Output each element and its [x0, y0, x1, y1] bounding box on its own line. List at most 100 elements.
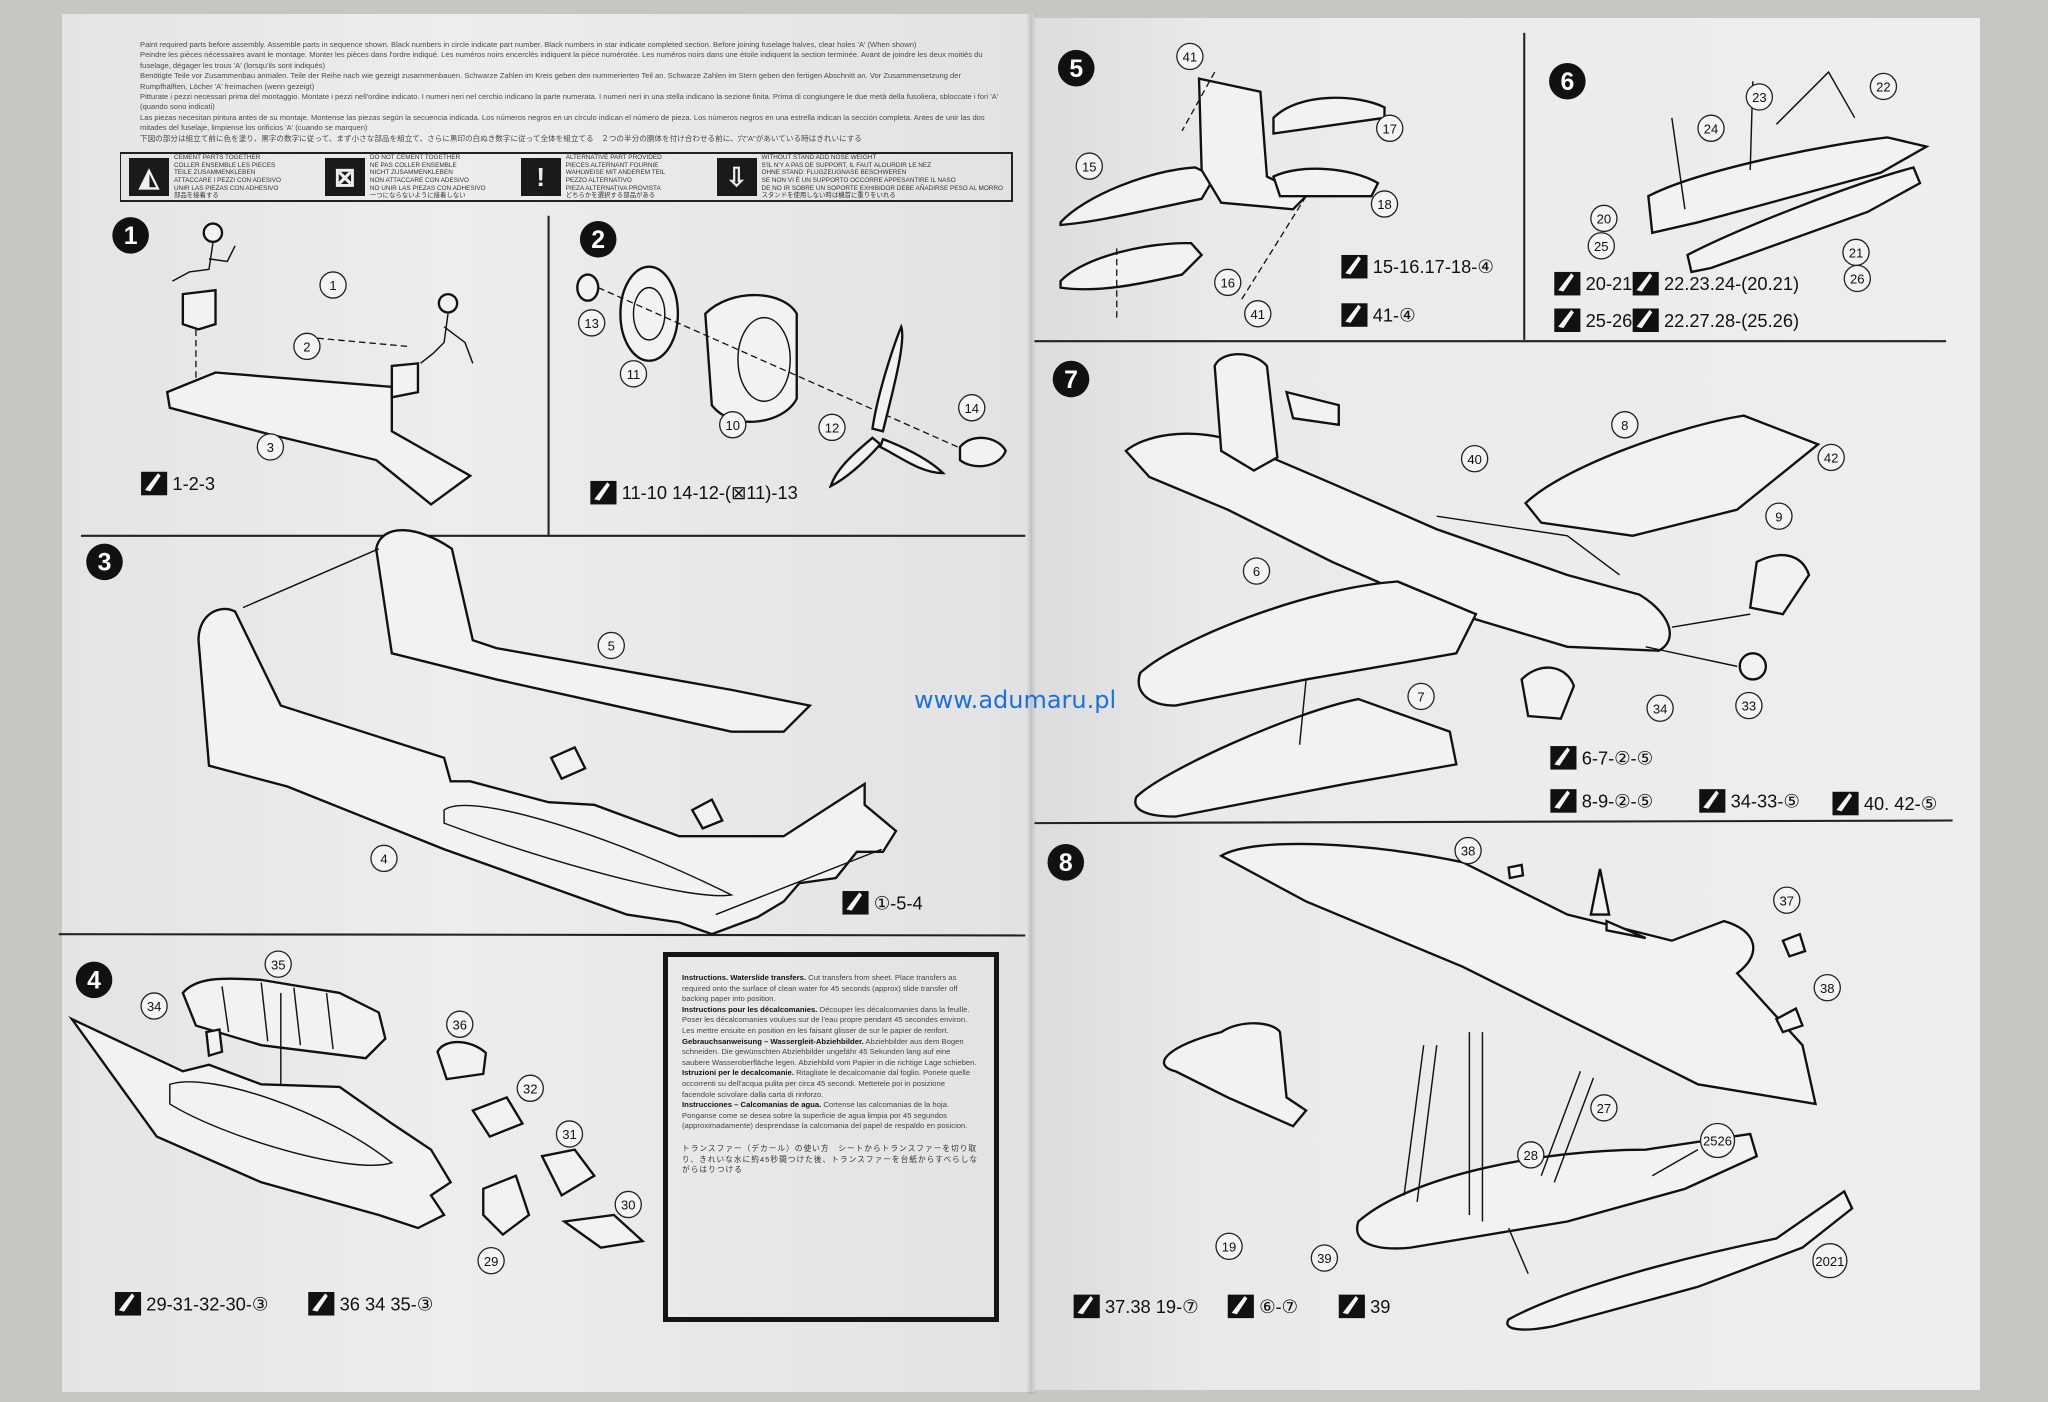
callout-circle [619, 360, 648, 388]
cement-tube-glyph [1231, 1295, 1248, 1315]
legend-line: 部品を接着する [174, 192, 219, 200]
callout-circle [370, 844, 398, 873]
part-number: 36 [452, 1017, 467, 1032]
callout-circle [516, 1074, 544, 1102]
part-number: 2526 [1703, 1134, 1732, 1149]
cement-icon: ◭ [129, 158, 169, 196]
part-number: 40 [1467, 452, 1482, 467]
instructions-es: Las piezas necesitan pintura antes de su… [140, 112, 985, 133]
step-badge-6: 6 [1549, 62, 1586, 100]
sequence-text: 20-21. [1586, 273, 1638, 294]
part-callout: 22 [1869, 72, 1898, 101]
part-number: 34 [147, 999, 162, 1014]
part-callout: 6 [1242, 557, 1271, 585]
part-number: 9 [1775, 509, 1782, 524]
step-badge-8: 8 [1047, 844, 1085, 881]
part-callout: 37 [1773, 886, 1801, 914]
callout-circle [1735, 691, 1763, 720]
cement-sequence: 41-④ [1341, 303, 1416, 327]
part-number: 25 [1594, 239, 1609, 254]
legend-do-not-cement: ⊠ Do not cement together Ne pas coller e… [324, 154, 511, 200]
part-callout: 16 [1214, 268, 1242, 297]
part-callout: 39 [1310, 1244, 1339, 1272]
part-callout: 4 [370, 844, 398, 873]
legend-line: No unir las piezas con adhesivo [369, 184, 486, 192]
legend-line: Ne pas coller ensemble [369, 161, 457, 169]
part-callout: 34 [140, 992, 168, 1020]
sequence-text: ①-5-4 [874, 892, 923, 913]
sequence-text: 8-9-②-⑤ [1582, 790, 1653, 811]
legend-line: Ohne Stand: Flugzeugnase beschweren [761, 169, 907, 177]
step-badge-2: 2 [579, 221, 617, 258]
legend-alternative-part: ! Alternative part provided Pieces alter… [520, 154, 707, 200]
cement-tube-glyph [1636, 273, 1653, 292]
part-number: 30 [621, 1198, 636, 1213]
cement-tube-glyph [1836, 793, 1853, 812]
callout-circle [1214, 268, 1242, 297]
legend-cement: ◭ Cement parts together Coller ensemble … [129, 154, 315, 200]
part-callout: 21 [1842, 238, 1870, 267]
step-number: 4 [87, 968, 101, 995]
callout-circle [140, 992, 168, 1020]
cement-sequence: 8-9-②-⑤ [1550, 789, 1653, 813]
callout-circle [477, 1246, 505, 1275]
cement-sequence: 39 [1338, 1294, 1390, 1319]
step-8-drawing [1162, 842, 1854, 1331]
step-7-drawing [1124, 353, 1821, 818]
part-callout: 10 [719, 411, 747, 439]
sequence-text: 36 34 35-③ [340, 1293, 434, 1314]
legend-line: スタンドを使用しない時は機首に重りをいれる [761, 192, 896, 200]
sequence-text: 41-④ [1373, 305, 1416, 326]
part-callout: 26 [1843, 264, 1872, 293]
part-number: 5 [608, 639, 615, 654]
callout-circle [319, 271, 347, 299]
cement-sequence: 29-31-32-30-③ [114, 1292, 268, 1316]
callout-circle [1699, 1122, 1736, 1159]
decal-fr: Instructions pour les décalcomanies. Déc… [682, 1004, 970, 1035]
callout-circle [1813, 973, 1841, 1002]
part-number: 12 [825, 421, 840, 436]
callout-circle [1812, 1243, 1848, 1279]
callout-circle [1745, 83, 1774, 111]
legend-line: Without stand add nose weight [761, 154, 877, 162]
step-number: 3 [98, 550, 112, 577]
part-number: 27 [1597, 1101, 1612, 1116]
legend-nose-weight: ⇩ Without stand add nose weight S'il n'y… [716, 154, 1004, 200]
cement-tube-glyph [312, 1293, 328, 1312]
watermark-link[interactable]: www.adumaru.pl [914, 686, 1117, 714]
part-callout: 2 [293, 332, 321, 361]
part-callout: 2021 [1812, 1243, 1848, 1279]
callout-circle [1843, 264, 1872, 293]
part-number: 34 [1653, 701, 1668, 716]
callout-circle [1244, 300, 1272, 328]
step-number: 5 [1069, 56, 1083, 83]
callout-circle [1765, 502, 1793, 530]
instructions-it: Pitturate i pezzi necessari prima del mo… [140, 92, 999, 112]
legend-line: De no ir sobre un soporte exhibidor debe… [761, 184, 1004, 192]
nose-weight-icon: ⇩ [716, 158, 757, 196]
instructions-jp: 下図の部分は組立て前に色を塗り、黒字の数字に従って、まず小さな部品を組立て、さら… [140, 133, 862, 143]
instructions-fr: Peindre les pièces nécessaires avant le … [140, 50, 983, 70]
step-number: 8 [1059, 850, 1073, 877]
callout-circle [1697, 114, 1725, 142]
decal-jp: トランスファー（デカール）の使い方 シートからトランスファーを切り取り、きれいな… [682, 1143, 979, 1175]
step-number: 7 [1064, 367, 1078, 394]
part-number: 10 [725, 418, 740, 433]
part-callout: 19 [1215, 1232, 1243, 1261]
part-number: 41 [1183, 50, 1198, 65]
part-callout: 29 [477, 1246, 505, 1275]
legend-line: Cement parts together [174, 154, 261, 162]
callout-circle [1587, 232, 1616, 260]
decal-instructions: Instructions. Waterslide transfers. Cut … [663, 952, 999, 1322]
decal-it: Istruzioni per le decalcomanie. Ritaglia… [682, 1068, 971, 1099]
decal-es: Instrucciones – Calcomanias de agua. Cor… [682, 1100, 968, 1131]
step-number: 2 [591, 227, 605, 254]
cement-sequence: 6-7-②-⑤ [1550, 746, 1653, 770]
callout-circle [1454, 836, 1482, 865]
callout-circle [597, 631, 625, 660]
legend-line: Pezzo alternativo [565, 177, 632, 184]
cement-tube-glyph [1554, 790, 1570, 809]
cement-tube-glyph [594, 482, 610, 501]
